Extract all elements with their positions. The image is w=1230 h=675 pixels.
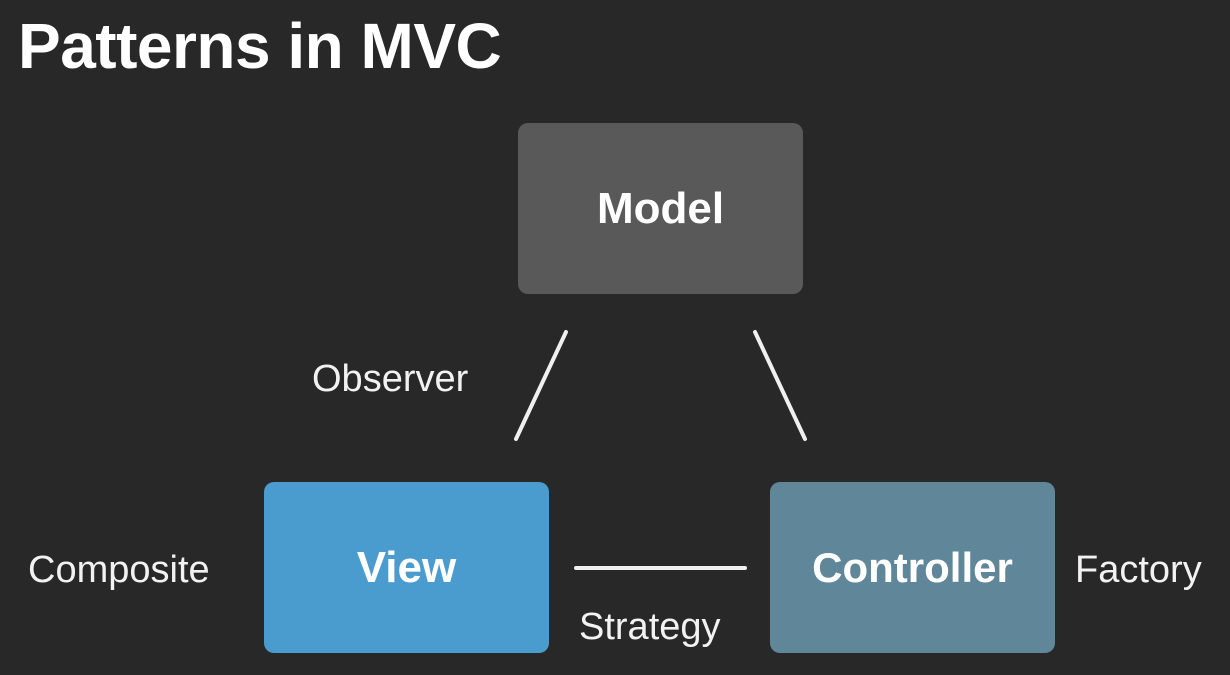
model-label: Model	[596, 183, 725, 233]
view-label: View	[356, 542, 457, 592]
controller-box: Controller	[770, 482, 1055, 653]
edge-model-controller	[753, 330, 807, 441]
controller-label: Controller	[812, 543, 1013, 591]
observer-label: Observer	[312, 358, 469, 400]
composite-label: Composite	[28, 549, 210, 591]
strategy-label: Strategy	[579, 606, 721, 648]
factory-label: Factory	[1075, 549, 1202, 591]
edge-model-view	[514, 330, 568, 441]
model-box: Model	[518, 123, 803, 294]
view-box: View	[264, 482, 549, 653]
slide-title: Patterns in MVC	[18, 10, 502, 82]
